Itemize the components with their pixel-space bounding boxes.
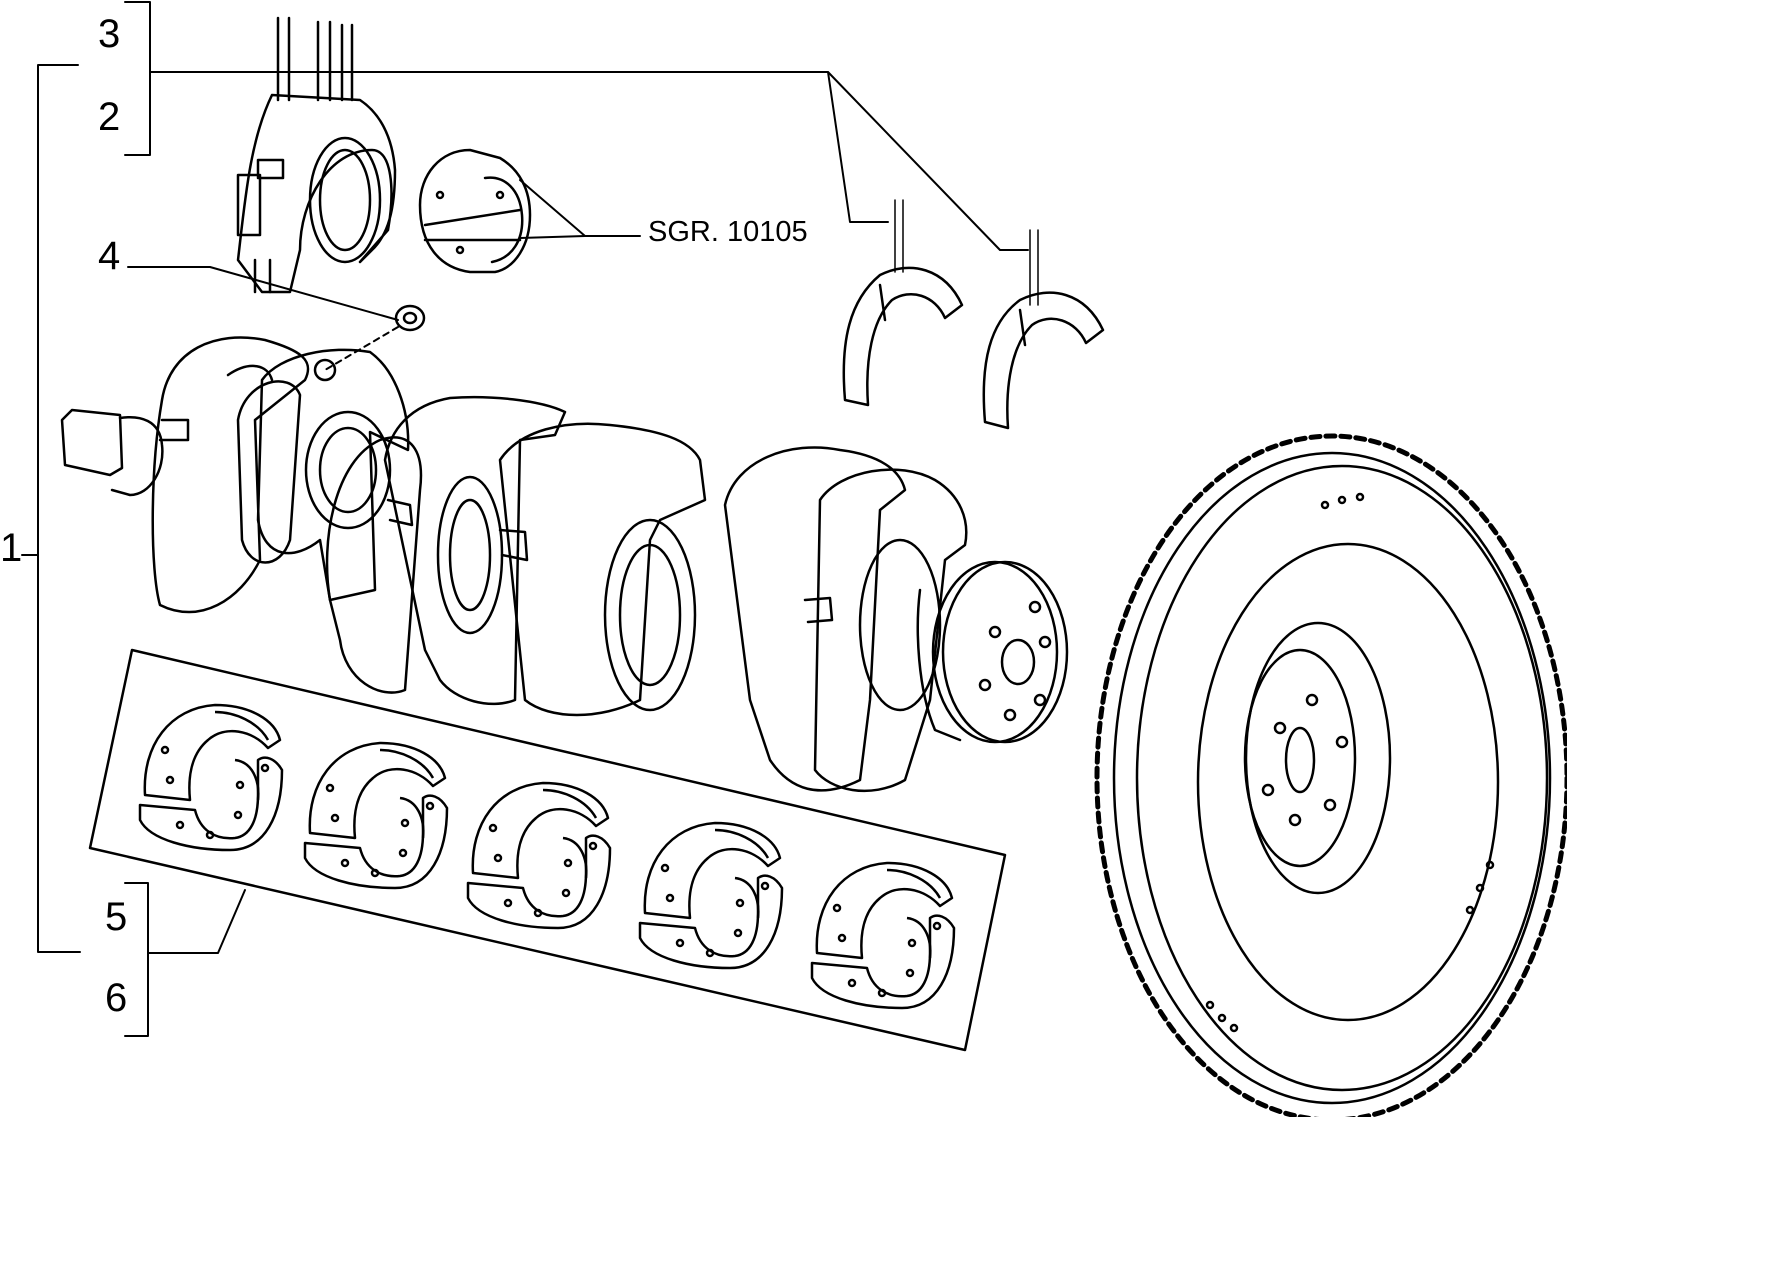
leader-4 (127, 266, 399, 321)
conrod-bearing-shell (418, 148, 532, 274)
callout-3: 3 (98, 12, 121, 56)
leader-thrust-1 (149, 71, 889, 223)
leader-lines (21, 1, 1029, 1037)
flywheel (1094, 433, 1567, 1117)
bracket-5-6 (124, 882, 149, 1037)
diagram-artwork (21, 1, 1567, 1117)
nut (394, 304, 426, 332)
main-bearing-shells (138, 703, 956, 1010)
reference-code: SGR. 10105 (648, 216, 808, 248)
leader-4-dashed (324, 326, 399, 371)
bearing-tray (88, 648, 1007, 1052)
bracket-1 (37, 64, 81, 953)
callout-2: 2 (98, 95, 121, 139)
leader-sgr-b (519, 235, 586, 239)
thrust-washer-2 (982, 229, 1105, 430)
bearing-shell-pair (810, 861, 956, 1010)
leader-bearings (147, 889, 246, 954)
bearing-shell-pair (303, 741, 449, 890)
crankshaft (60, 336, 1069, 793)
leader-thrust-2 (827, 71, 1029, 251)
callout-4: 4 (98, 234, 121, 278)
exploded-parts-diagram: 3 2 1 4 5 6 SGR. 10105 (0, 0, 1567, 1117)
callout-1: 1 (0, 526, 23, 570)
thrust-washer-1 (842, 199, 964, 407)
callout-6: 6 (105, 976, 128, 1020)
bearing-shell-pair (466, 781, 612, 930)
bracket-2-3 (124, 1, 151, 156)
callout-5: 5 (105, 895, 128, 939)
bearing-shell-pair (638, 821, 784, 970)
bearing-shell-pair (138, 703, 284, 852)
connecting-rod (236, 16, 397, 294)
